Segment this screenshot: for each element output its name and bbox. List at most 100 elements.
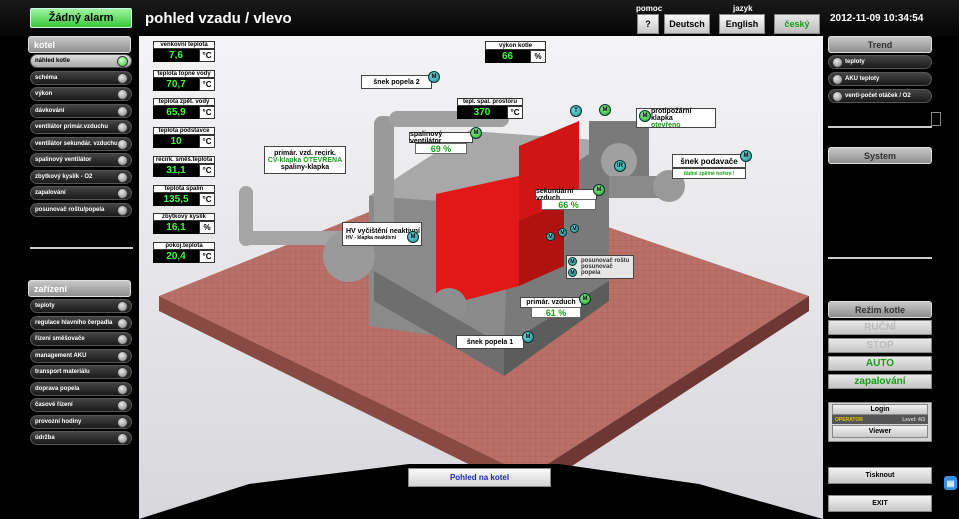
mode-manual-button[interactable]: RUČNÍ (828, 320, 932, 335)
sidebar-item-kotel[interactable]: výkon (30, 87, 132, 101)
sidebar-item-zarizeni[interactable]: časové řízení (30, 398, 132, 412)
sidebar-item-zarizeni[interactable]: management AKU (30, 348, 132, 363)
mode-stop-button[interactable]: STOP (828, 338, 932, 353)
status-led-icon (117, 334, 128, 345)
ash-pusher-motor-badge[interactable]: M (568, 268, 577, 277)
combustion-temp-label: tepl. spal. prostoru (457, 98, 523, 106)
kotel-section-header: kotel (28, 36, 131, 53)
status-led-icon (117, 155, 128, 166)
trend-item[interactable]: venti-počet otáček / O2 (828, 89, 932, 103)
sidebar-item-kotel[interactable]: dávkování (30, 103, 132, 118)
sidebar-item-kotel[interactable]: ventilátor primár.vzduchu (30, 120, 132, 134)
small-motor-badge-3[interactable]: M (570, 224, 579, 233)
sidebar-item-zarizeni[interactable]: regulace hlavního čerpadla (30, 315, 132, 330)
trend-item[interactable]: AKU teploty (828, 72, 932, 86)
grate-pusher-motor-badge[interactable]: M (568, 257, 577, 266)
recirc-flue-damper: spaliny-klapka (280, 163, 330, 171)
help-button[interactable]: ? (637, 14, 659, 34)
sidebar-item-zarizeni[interactable]: transport materiálu (30, 365, 132, 379)
reading-label: venkovní teplota (153, 41, 215, 49)
reading-label: zbytkový kyslík (153, 213, 215, 222)
boiler-power-label: výkon kotle (485, 41, 546, 50)
ash-auger-2-motor-badge[interactable]: M (428, 71, 440, 83)
status-led-icon (117, 301, 128, 312)
sidebar-item-zarizeni[interactable]: teploty (30, 299, 132, 313)
sidebar-item-kotel[interactable]: náhled kotle (30, 54, 132, 68)
status-led-icon (117, 89, 128, 100)
boiler-mode-header: Režim kotle (828, 301, 932, 318)
flue-fan-label: spalinový ventilátor (409, 131, 473, 145)
status-led-icon (117, 204, 128, 216)
sidebar-item-kotel[interactable]: ventilátor sekundár. vzduchu (30, 136, 132, 151)
user-role: OPERATOR (835, 416, 863, 423)
hv-motor-badge[interactable]: M (407, 231, 419, 243)
reading-label: pokoj.teplota (153, 241, 215, 250)
help-caption: pomoc (636, 4, 663, 13)
fire-damper-motor-badge[interactable]: M (639, 110, 651, 122)
mode-ignition-button[interactable]: zapalování (828, 374, 932, 389)
status-led-icon (117, 350, 128, 362)
reading-value: 16,1 (153, 221, 199, 235)
sidebar-item-zarizeni[interactable]: údržba (30, 431, 132, 445)
ash-pusher-label: posunovač popela (581, 264, 613, 276)
exit-button[interactable]: EXIT (828, 495, 932, 512)
viewer-button[interactable]: Viewer (832, 425, 928, 438)
sidebar-item-kotel[interactable]: zbytkový kyslík - O2 (30, 169, 132, 184)
divider (828, 257, 932, 259)
sidebar-item-kotel[interactable]: schéma (30, 70, 132, 85)
mode-auto-button[interactable]: AUTO (828, 356, 932, 371)
reading-label: teplota podstavce (153, 127, 215, 136)
ash-auger-1-motor-badge[interactable]: M (522, 331, 534, 343)
chat-icon[interactable]: ▤ (944, 476, 957, 490)
small-motor-badge-2[interactable]: M (558, 228, 567, 237)
ash-auger-2-label: šnek popela 2 (361, 75, 432, 89)
status-led-icon (117, 433, 128, 444)
secondary-air-motor-badge[interactable]: M (593, 184, 605, 196)
reading-label: teplota topné vody (153, 69, 215, 78)
alarm-status-button[interactable]: Žádný alarm (30, 8, 132, 28)
status-led-icon (832, 57, 843, 68)
feeder-auger-motor-badge[interactable]: M (740, 150, 752, 162)
page-title: pohled vzadu / vlevo (145, 10, 292, 27)
trend-item[interactable]: teploty (828, 55, 932, 69)
user-status: OPERATOR Level: 4/3 (832, 415, 928, 424)
reading-unit: °C (199, 192, 215, 206)
language-german-button[interactable]: Deutsch (664, 14, 710, 34)
feeder-auger-status: žádné zpětné hoření ! (672, 168, 746, 179)
sidebar-item-zarizeni[interactable]: řízení směšovače (30, 332, 132, 346)
motor-badge[interactable]: M (599, 104, 611, 116)
reading-value: 70,7 (153, 77, 199, 91)
system-section-header[interactable]: System (828, 147, 932, 164)
flue-fan-motor-badge[interactable]: M (470, 127, 482, 139)
boiler-front-panel (436, 176, 519, 308)
primary-air-value: 61 % (531, 307, 581, 318)
status-led-icon (117, 367, 128, 378)
reading-label: teplota spalin (153, 184, 215, 193)
recirculation-panel: primár. vzd. recirk. CV-klapka OTEVŘENA … (264, 146, 346, 174)
language-czech-button[interactable]: český (774, 14, 820, 34)
scroll-handle[interactable] (931, 112, 941, 126)
trend-section-header: Trend (828, 36, 932, 53)
temperature-sensor-badge[interactable]: T (570, 105, 582, 117)
primary-air-motor-badge[interactable]: M (579, 293, 591, 305)
boiler-view-button[interactable]: Pohled na kotel (408, 468, 551, 487)
print-button[interactable]: Tisknout (828, 467, 932, 484)
user-level: Level: 4/3 (902, 416, 925, 423)
feeder-auger-label: šnek podavače (672, 154, 746, 168)
sidebar-item-zarizeni[interactable]: doprava popela (30, 381, 132, 396)
sidebar-item-kotel[interactable]: posunovač roštu/popela (30, 202, 132, 217)
language-english-button[interactable]: English (719, 14, 765, 34)
reading-unit: °C (199, 49, 215, 62)
status-led-icon (832, 74, 843, 85)
sidebar-item-kotel[interactable]: spalinový ventilátor (30, 153, 132, 167)
sidebar-item-zarizeni[interactable]: provozní hodiny (30, 414, 132, 429)
ir-sensor-badge[interactable]: IR (614, 160, 626, 172)
reading-unit: % (199, 221, 215, 235)
login-button[interactable]: Login (832, 404, 928, 415)
sidebar-item-kotel[interactable]: zapalování (30, 186, 132, 200)
zarizeni-section-header: zařízení (28, 280, 131, 297)
status-led-icon (117, 383, 128, 395)
status-led-icon (117, 171, 128, 183)
small-motor-badge-1[interactable]: M (546, 232, 555, 241)
